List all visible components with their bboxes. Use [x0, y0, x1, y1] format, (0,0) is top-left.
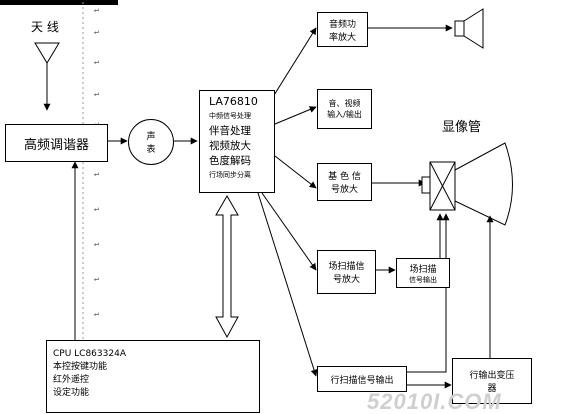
cpu-block: CPU LC863324A 本控按键功能 红外遥控 设定功能 — [46, 340, 260, 413]
fbt-line2: 器 — [487, 384, 497, 394]
saw-line2: 表 — [146, 145, 156, 155]
main-ic-line: 色度解码 — [209, 155, 251, 167]
color-amp-block: 基 色 信 号放大 — [317, 163, 372, 201]
fbt-line1: 行输出变压 — [469, 371, 515, 381]
crt-label: 显像管 — [442, 120, 482, 135]
saw-line1: 声 — [146, 132, 156, 142]
para-mark: ↵ — [94, 204, 99, 213]
para-mark: ↵ — [94, 27, 99, 36]
antenna-icon — [34, 42, 60, 111]
av-io-line2: 输入/输出 — [327, 110, 362, 119]
watermark-text: 52010I.COM — [367, 389, 502, 414]
hscan-out-block: 行扫描信号输出 — [317, 366, 407, 392]
para-mark: ↵ — [94, 239, 99, 248]
cpu-line: 设定功能 — [53, 388, 90, 399]
para-mark: ↵ — [94, 120, 99, 128]
antenna-label: 天 线 — [31, 20, 59, 34]
av-io-block: 音、视频 输入/输出 — [317, 89, 372, 129]
audio-amp-block: 音频功 率放大 — [317, 12, 368, 47]
main-ic-line: 伴音处理 — [209, 125, 251, 137]
cpu-line: 红外遥控 — [53, 375, 90, 386]
para-mark: ↵ — [94, 309, 99, 318]
para-mark: ↵ — [94, 169, 99, 178]
hscan-label: 行扫描信号输出 — [330, 375, 394, 386]
speaker-icon — [454, 8, 484, 49]
av-io-line1: 音、视频 — [328, 99, 361, 108]
audio-amp-line1: 音频功 — [328, 19, 356, 30]
arrow-ic-av — [274, 106, 317, 125]
bus-double-arrow — [215, 195, 239, 339]
arrow-ic-hscan — [257, 192, 318, 377]
main-ic-block: LA76810 中频信号处理 伴音处理 视频放大 色度解码 行场同步分离 — [199, 90, 275, 193]
crt-icon — [421, 142, 513, 226]
para-mark: ↵ — [94, 5, 99, 14]
tuner-block: 高频调谐器 — [5, 124, 108, 162]
vout-line2: 信号输出 — [409, 275, 437, 284]
color-amp-line2: 号放大 — [330, 185, 358, 195]
color-amp-line1: 基 色 信 — [328, 172, 361, 182]
vout-line1: 场扫描 — [409, 264, 437, 275]
main-ic-model: LA76810 — [209, 95, 258, 108]
arrow-ic-vscan — [261, 192, 317, 271]
saw-filter-block: 声 表 — [128, 119, 174, 165]
vscan-amp-block: 场扫描信 号放大 — [317, 250, 376, 294]
main-ic-line: 中频信号处理 — [209, 112, 251, 120]
vout-block: 场扫描 信号输出 — [396, 258, 450, 288]
vscan-line2: 号放大 — [332, 275, 360, 285]
vscan-line1: 场扫描信 — [328, 262, 365, 272]
para-mark: ↵ — [94, 57, 99, 66]
main-ic-line: 视频放大 — [209, 140, 251, 152]
cpu-line: 本控按键功能 — [53, 362, 108, 373]
main-ic-line: 行场同步分离 — [209, 171, 251, 179]
para-mark: ↵ — [94, 274, 99, 283]
arrow-ic-audio — [270, 27, 317, 101]
top-edge-bar — [0, 0, 118, 5]
para-mark: ↵ — [94, 89, 99, 98]
cpu-line: CPU LC863324A — [53, 349, 126, 359]
fbt-block: 行输出变压 器 — [452, 358, 532, 404]
arrow-ic-color — [274, 155, 317, 189]
tuner-label: 高频调谐器 — [23, 137, 89, 153]
audio-amp-line2: 率放大 — [328, 32, 356, 43]
